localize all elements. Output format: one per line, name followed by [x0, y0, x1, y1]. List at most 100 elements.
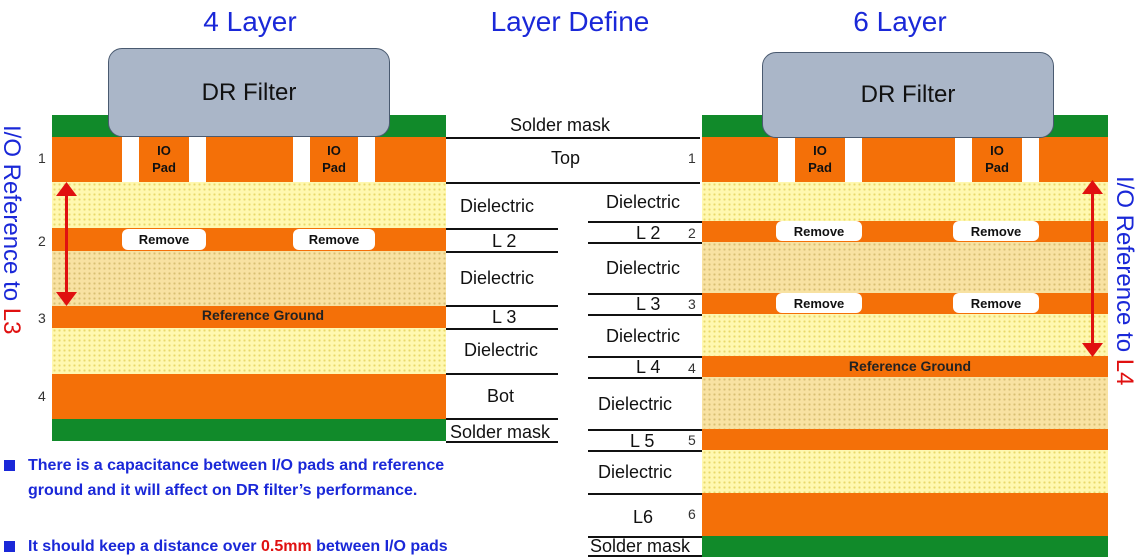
io-pad-gap-right2-4l	[358, 137, 375, 182]
define-line-sm-top	[446, 137, 700, 139]
define-dielectric-3: Dielectric	[464, 340, 539, 360]
dielectric-2-6l	[702, 242, 1108, 293]
define-solder-mask-top: Solder mask	[510, 115, 611, 135]
define-l2-4l: L 2	[492, 231, 517, 251]
layer-number-1-4l: 1	[38, 150, 46, 166]
define-6l-line-l2-top	[588, 221, 702, 223]
l3-copper-6l	[702, 293, 1108, 314]
define-line-top	[446, 182, 700, 184]
io-pad-gap-right-6l	[955, 137, 972, 182]
reference-ground-6l: Reference Ground	[848, 358, 972, 374]
title-6-layer: 6 Layer	[853, 6, 947, 37]
io-pad-gap-right2-6l	[1022, 137, 1039, 182]
l5-copper-6l	[702, 429, 1108, 450]
define-6l-line-l6-top	[588, 493, 702, 495]
define-6l-line-l6-bot	[588, 536, 702, 538]
define-6l-l4: L 4	[636, 357, 661, 377]
dielectric-4-6l	[702, 377, 1108, 429]
core-dielectric-4l	[52, 251, 446, 306]
define-6l-line-l3-bot	[588, 314, 702, 316]
remove-label-l3-left-6l: Remove	[776, 293, 862, 313]
top-copper-4l	[52, 137, 446, 182]
l6-copper-6l	[702, 493, 1108, 536]
l2-copper-6l	[702, 221, 1108, 242]
define-6l-dielectric-2: Dielectric	[606, 258, 681, 278]
io-pad-gap-left2-6l	[845, 137, 862, 182]
define-number-3: 3	[688, 296, 696, 312]
layer-number-2-4l: 2	[38, 233, 46, 249]
remove-label-left-4l: Remove	[122, 229, 206, 250]
remove-label-right-4l: Remove	[293, 229, 375, 250]
define-6l-dielectric-5: Dielectric	[598, 462, 673, 482]
dielectric-1-6l	[702, 182, 1108, 221]
define-6l-line-sm-bot	[588, 555, 702, 557]
l2-copper-4l	[52, 228, 446, 251]
dielectric-3-6l	[702, 314, 1108, 356]
remove-label-l3-right-6l: Remove	[953, 293, 1039, 313]
bullet-text-1: There is a capacitance between I/O pads …	[28, 457, 445, 499]
define-6l-dielectric-3: Dielectric	[606, 326, 681, 346]
define-number-4: 4	[688, 360, 696, 376]
define-solder-mask-bottom-4l: Solder mask	[450, 422, 551, 442]
define-top: Top	[551, 148, 581, 168]
remove-label-l2-right-6l: Remove	[953, 221, 1039, 241]
dr-filter-6l: DR Filter	[762, 52, 1054, 138]
define-bot: Bot	[487, 386, 515, 406]
define-dielectric-2: Dielectric	[460, 268, 535, 288]
dr-filter-4l: DR Filter	[108, 48, 390, 137]
define-line-l3-top-4l	[446, 305, 558, 307]
define-line-l2-bot-4l	[446, 251, 558, 253]
define-6l-l3: L 3	[636, 294, 661, 314]
define-6l-line-l2-bot	[588, 242, 702, 244]
l3-copper-4l	[52, 306, 446, 328]
define-line-l2-top-4l	[446, 228, 558, 230]
define-6l-l2: L 2	[636, 223, 661, 243]
bullet-marker-2	[4, 541, 15, 552]
title-4-layer: 4 Layer	[203, 6, 297, 37]
define-line-bot-top-4l	[446, 373, 558, 375]
define-6l-line-l3-top	[588, 293, 702, 295]
dielectric-1-4l	[52, 182, 446, 228]
define-dielectric-1: Dielectric	[460, 196, 535, 216]
dielectric-5-6l	[702, 450, 1108, 493]
define-line-sm-bot-4l	[446, 441, 558, 443]
define-number-5: 5	[688, 432, 696, 448]
reference-ground-4l: Reference Ground	[201, 307, 325, 323]
layer-number-3-4l: 3	[38, 310, 46, 326]
define-6l-line-l5-bot	[588, 450, 702, 452]
solder-mask-bottom-6l	[702, 536, 1108, 557]
bot-copper-4l	[52, 374, 446, 419]
bullet-text-2: It should keep a distance over 0.5mm bet…	[28, 538, 448, 555]
define-6l-l5: L 5	[630, 431, 655, 451]
io-pad-gap-left-6l	[778, 137, 795, 182]
define-l3-4l: L 3	[492, 307, 517, 327]
define-number-2: 2	[688, 225, 696, 241]
title-layer-define: Layer Define	[490, 6, 650, 37]
define-6l-l6: L6	[633, 507, 654, 527]
bullet-marker-1	[4, 460, 15, 471]
define-line-l3-bot-4l	[446, 328, 558, 330]
define-6l-line-l4-bot	[588, 377, 702, 379]
define-6l-dielectric-4: Dielectric	[598, 394, 673, 414]
define-number-1: 1	[688, 150, 696, 166]
dielectric-3-4l	[52, 328, 446, 374]
define-number-6: 6	[688, 506, 696, 522]
io-reference-l4-text: I/O Reference to L4	[1111, 176, 1138, 386]
top-copper-6l	[702, 137, 1108, 182]
define-6l-dielectric-1: Dielectric	[606, 192, 681, 212]
io-pad-gap-right-4l	[293, 137, 310, 182]
layer-number-4-4l: 4	[38, 388, 46, 404]
io-pad-gap-left-4l	[122, 137, 139, 182]
define-line-bot-bot-4l	[446, 418, 558, 420]
io-reference-l3-text: I/O Reference to L3	[0, 125, 25, 335]
l4-copper-6l	[702, 356, 1108, 377]
solder-mask-bottom-4l	[52, 419, 446, 441]
define-6l-line-l5-top	[588, 429, 702, 431]
define-6l-solder-mask-bottom: Solder mask	[590, 536, 691, 556]
remove-label-l2-left-6l: Remove	[776, 221, 862, 241]
define-6l-line-l4-top	[588, 356, 702, 358]
